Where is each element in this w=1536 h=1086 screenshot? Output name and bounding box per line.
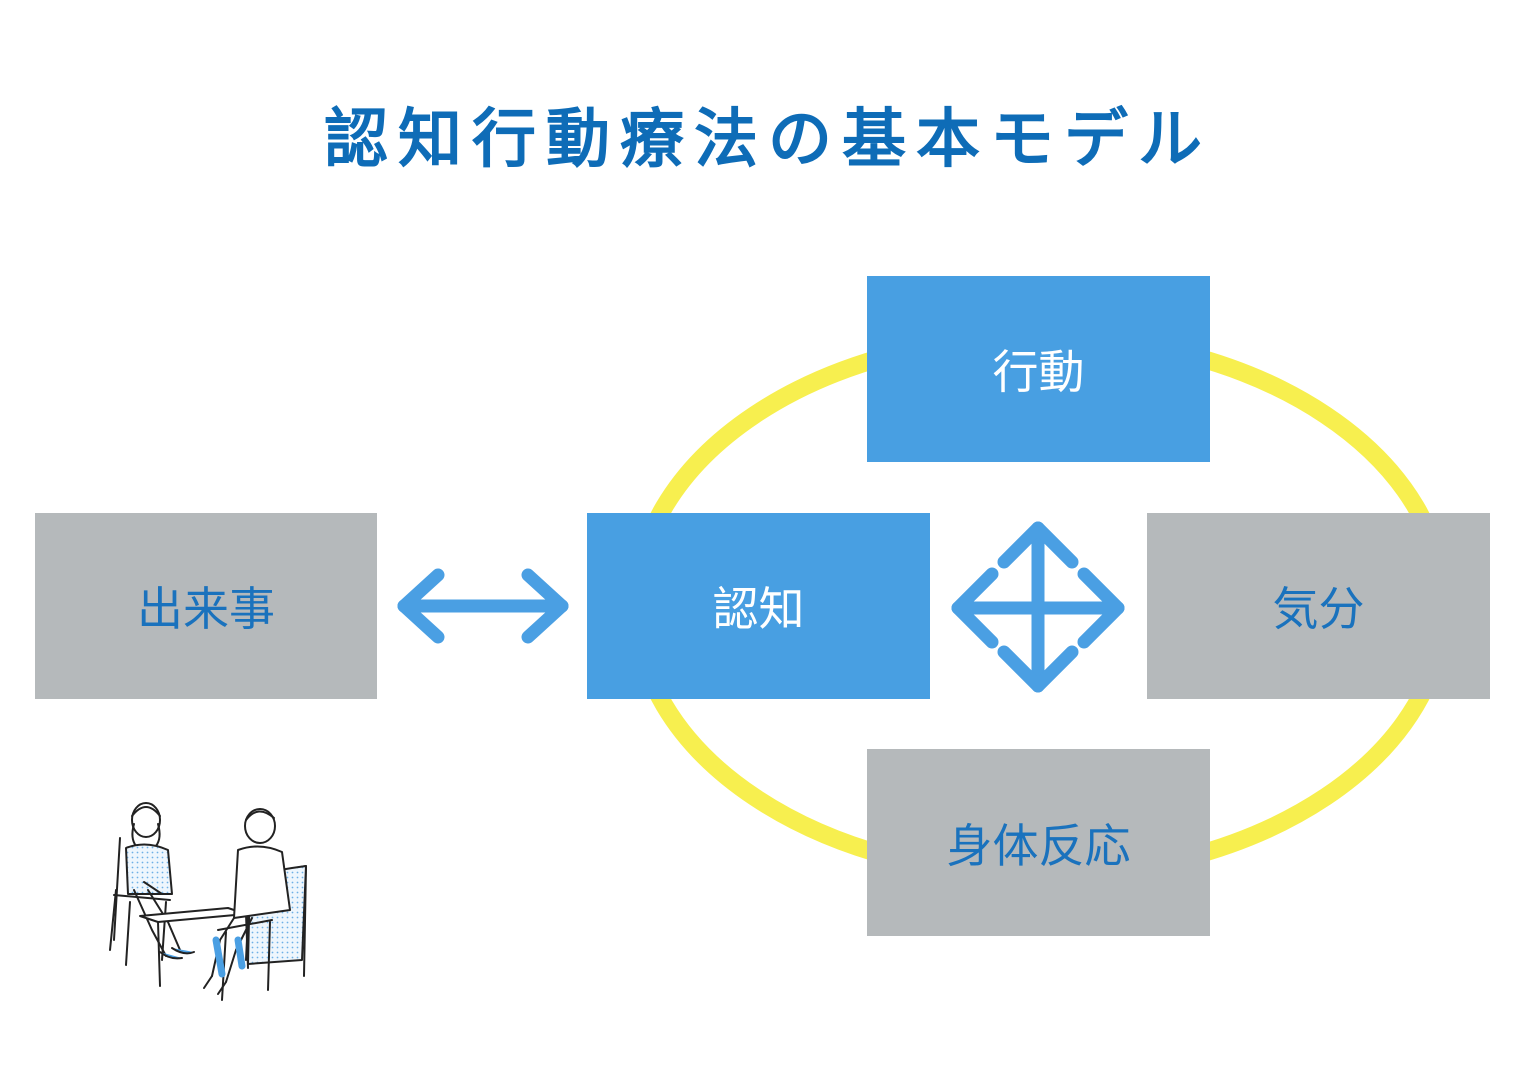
double-headed-horizontal-arrow-icon — [397, 568, 569, 644]
body-box: 身体反応 — [867, 749, 1210, 936]
mood-box: 気分 — [1147, 513, 1490, 699]
cognition-label: 認知 — [712, 582, 805, 636]
body-label: 身体反応 — [946, 818, 1131, 873]
mood-label: 気分 — [1272, 582, 1365, 636]
behavior-box: 行動 — [867, 276, 1210, 462]
cognition-box: 認知 — [587, 513, 930, 699]
behavior-label: 行動 — [992, 345, 1085, 399]
event-box: 出来事 — [35, 513, 377, 699]
counseling-session-illustration — [109, 802, 307, 1001]
event-label: 出来事 — [137, 582, 275, 636]
page-title: 認知行動療法の基本モデル — [324, 103, 1212, 177]
four-way-arrow-icon — [951, 521, 1125, 693]
